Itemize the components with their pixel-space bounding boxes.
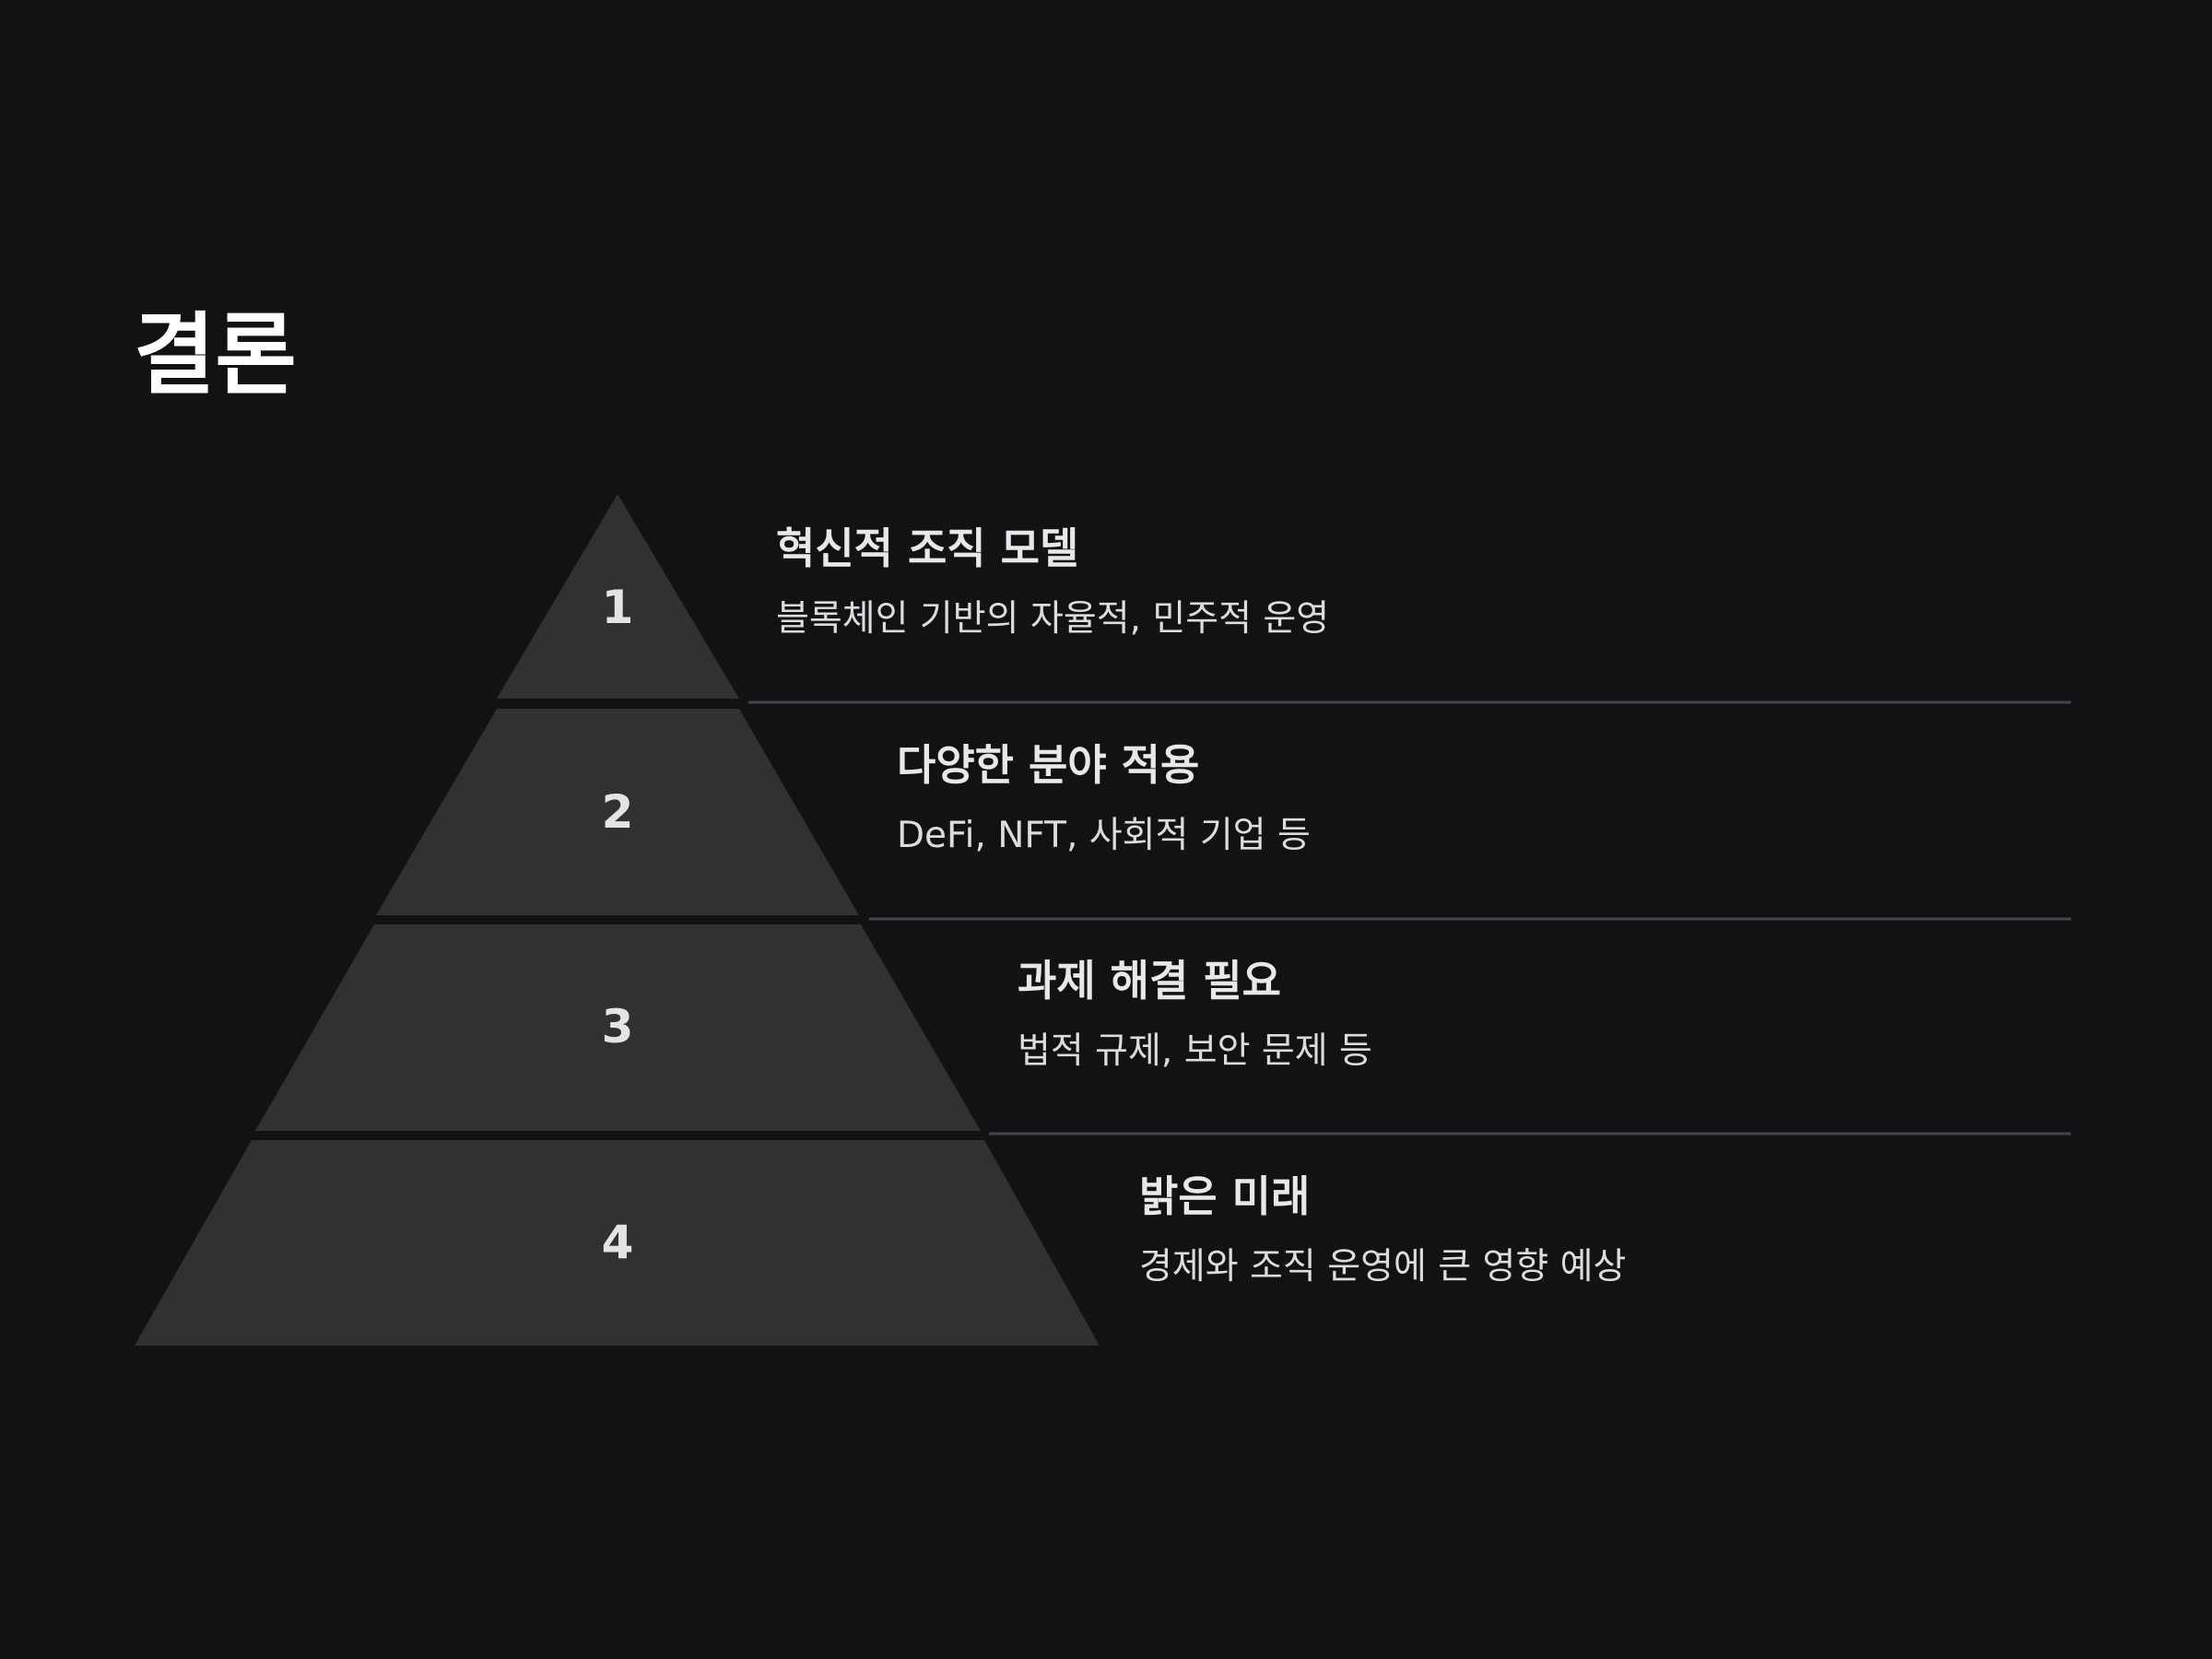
slide-title: 결론 (134, 303, 297, 406)
tier-4-number: 4 (602, 1216, 634, 1269)
tier-2-number: 2 (602, 785, 634, 839)
pyramid-tier-3 (255, 924, 981, 1131)
pyramid-tier-2 (376, 709, 859, 915)
level-2-heading: 다양한 분야 적용 (897, 740, 1200, 790)
level-3-heading: 과제 해결 필요 (1018, 956, 1281, 1006)
level-3-text: 과제 해결 필요 법적 규제, 보안 문제 등 (1018, 956, 1372, 1074)
level-4-text: 밝은 미래 경제와 조직 운영에 큰 영향 예상 (1139, 1171, 1626, 1289)
pyramid-tier-1 (497, 494, 739, 699)
level-4-heading: 밝은 미래 (1139, 1171, 1311, 1221)
level-1-heading: 혁신적 조직 모델 (776, 524, 1079, 573)
level-2-description: DeFi, NFT, 사회적 기업 등 (897, 815, 1311, 857)
tier-3-number: 3 (602, 1000, 634, 1053)
tier-1-number: 1 (602, 581, 634, 634)
level-1-text: 혁신적 조직 모델 블록체인 기반의 자율적, 민주적 운영 (776, 524, 1329, 641)
level-2-text: 다양한 분야 적용 DeFi, NFT, 사회적 기업 등 (897, 740, 1311, 858)
level-4-description: 경제와 조직 운영에 큰 영향 예상 (1139, 1246, 1627, 1288)
level-3-description: 법적 규제, 보안 문제 등 (1018, 1030, 1372, 1073)
level-1-description: 블록체인 기반의 자율적, 민주적 운영 (776, 598, 1330, 641)
pyramid-tier-4 (135, 1140, 1100, 1346)
